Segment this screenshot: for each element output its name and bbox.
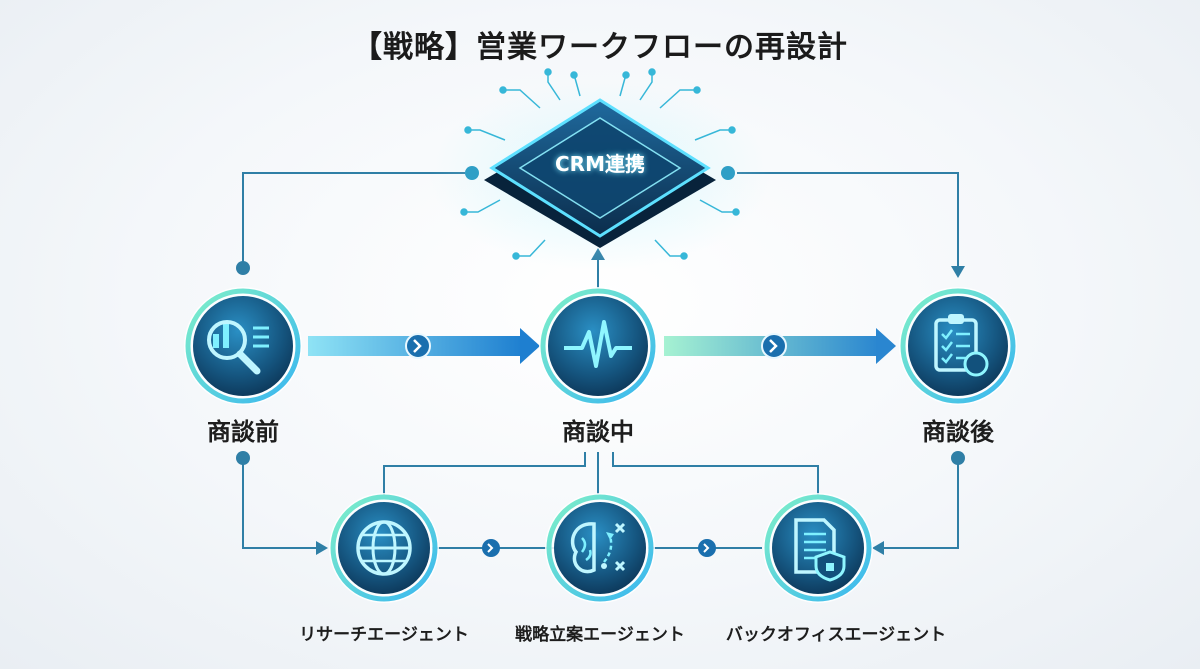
agent-label-strategy: 戦略立案エージェント (515, 625, 685, 645)
stage-label-after: 商談後 (922, 418, 994, 446)
arrowhead-right-research (316, 541, 328, 555)
connector-crm-to-after (737, 172, 959, 268)
agent-node-strategy-ring (546, 494, 654, 602)
stage-node-during (539, 287, 657, 405)
crm-chip (430, 68, 770, 270)
data-search-icon (207, 320, 269, 375)
agent-label-research: リサーチエージェント (299, 625, 469, 645)
crm-chip-label: CRM連携 (555, 152, 645, 176)
stage-label-before: 商談前 (207, 418, 279, 446)
chip-connector-dot-right (721, 166, 735, 180)
dot-after-bottom (951, 451, 965, 465)
document-shield-icon (794, 518, 846, 582)
chip-connector-dot-left (465, 166, 479, 180)
agent-label-backoffice: バックオフィスエージェント (725, 625, 947, 645)
stage-node-before (184, 287, 302, 405)
connector-during-to-backoffice (612, 452, 819, 496)
agent-node-backoffice-ring (764, 494, 872, 602)
node-layer (184, 287, 1017, 603)
connector-after-to-backoffice (882, 458, 959, 549)
agent-node-research (329, 493, 439, 603)
agent-node-backoffice (763, 493, 873, 603)
chip-circuit-traces (460, 68, 740, 260)
agent-link-chevron-2 (698, 539, 716, 557)
connector-dots (236, 261, 965, 465)
connector-before-to-crm (242, 172, 465, 268)
stage-node-during-ring (540, 288, 656, 404)
arrowhead-down-after (951, 266, 965, 278)
agent-node-research-ring (330, 494, 438, 602)
stage-node-after-ring (900, 288, 1016, 404)
flow-arrow-before-to-during (308, 328, 540, 364)
brain-strategy-icon (570, 522, 626, 574)
stage-label-during: 商談中 (562, 418, 634, 446)
chip-inner (518, 117, 682, 219)
agent-link-chevron-1 (482, 539, 500, 557)
arrowhead-left-backoffice (872, 541, 884, 555)
connector-before-to-research (242, 458, 318, 549)
globe-icon (356, 520, 412, 576)
connector-during-to-agents (383, 452, 586, 496)
dot-before-top (236, 261, 250, 275)
connector-lines (242, 172, 959, 549)
agent-node-strategy (545, 493, 655, 603)
stage-node-after (899, 287, 1017, 405)
dot-before-bottom (236, 451, 250, 465)
stage-node-before-ring (185, 288, 301, 404)
heartbeat-pulse-icon (564, 320, 632, 368)
clipboard-checklist-icon (934, 314, 989, 377)
agent-node-backoffice-disc (772, 502, 864, 594)
page-title: 【戦略】営業ワークフローの再設計 (352, 30, 848, 65)
agent-node-strategy-disc (554, 502, 646, 594)
flow-arrow-during-to-after (664, 328, 896, 364)
